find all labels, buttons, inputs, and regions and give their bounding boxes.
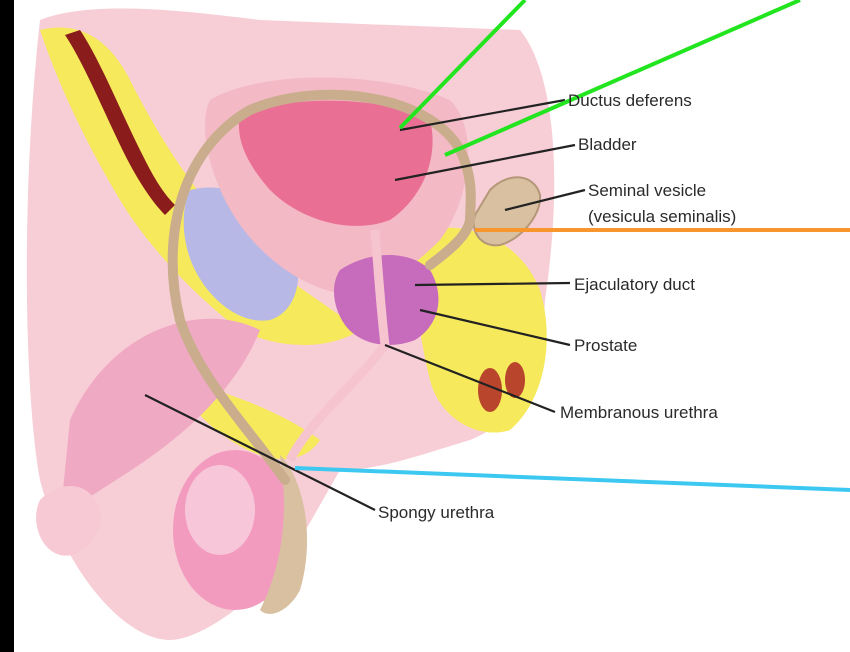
label-bladder: Bladder (578, 135, 637, 154)
label-membranous-urethra: Membranous urethra (560, 403, 718, 422)
label-seminal-vesicle: Seminal vesicle (588, 181, 706, 200)
label-ejaculatory-duct: Ejaculatory duct (574, 275, 695, 294)
label-spongy-urethra: Spongy urethra (378, 503, 495, 522)
label-prostate: Prostate (574, 336, 637, 355)
label-ductus-deferens: Ductus deferens (568, 91, 692, 110)
testis-highlight (185, 465, 255, 555)
label-seminal-vesicle-latin: (vesicula seminalis) (588, 207, 736, 226)
